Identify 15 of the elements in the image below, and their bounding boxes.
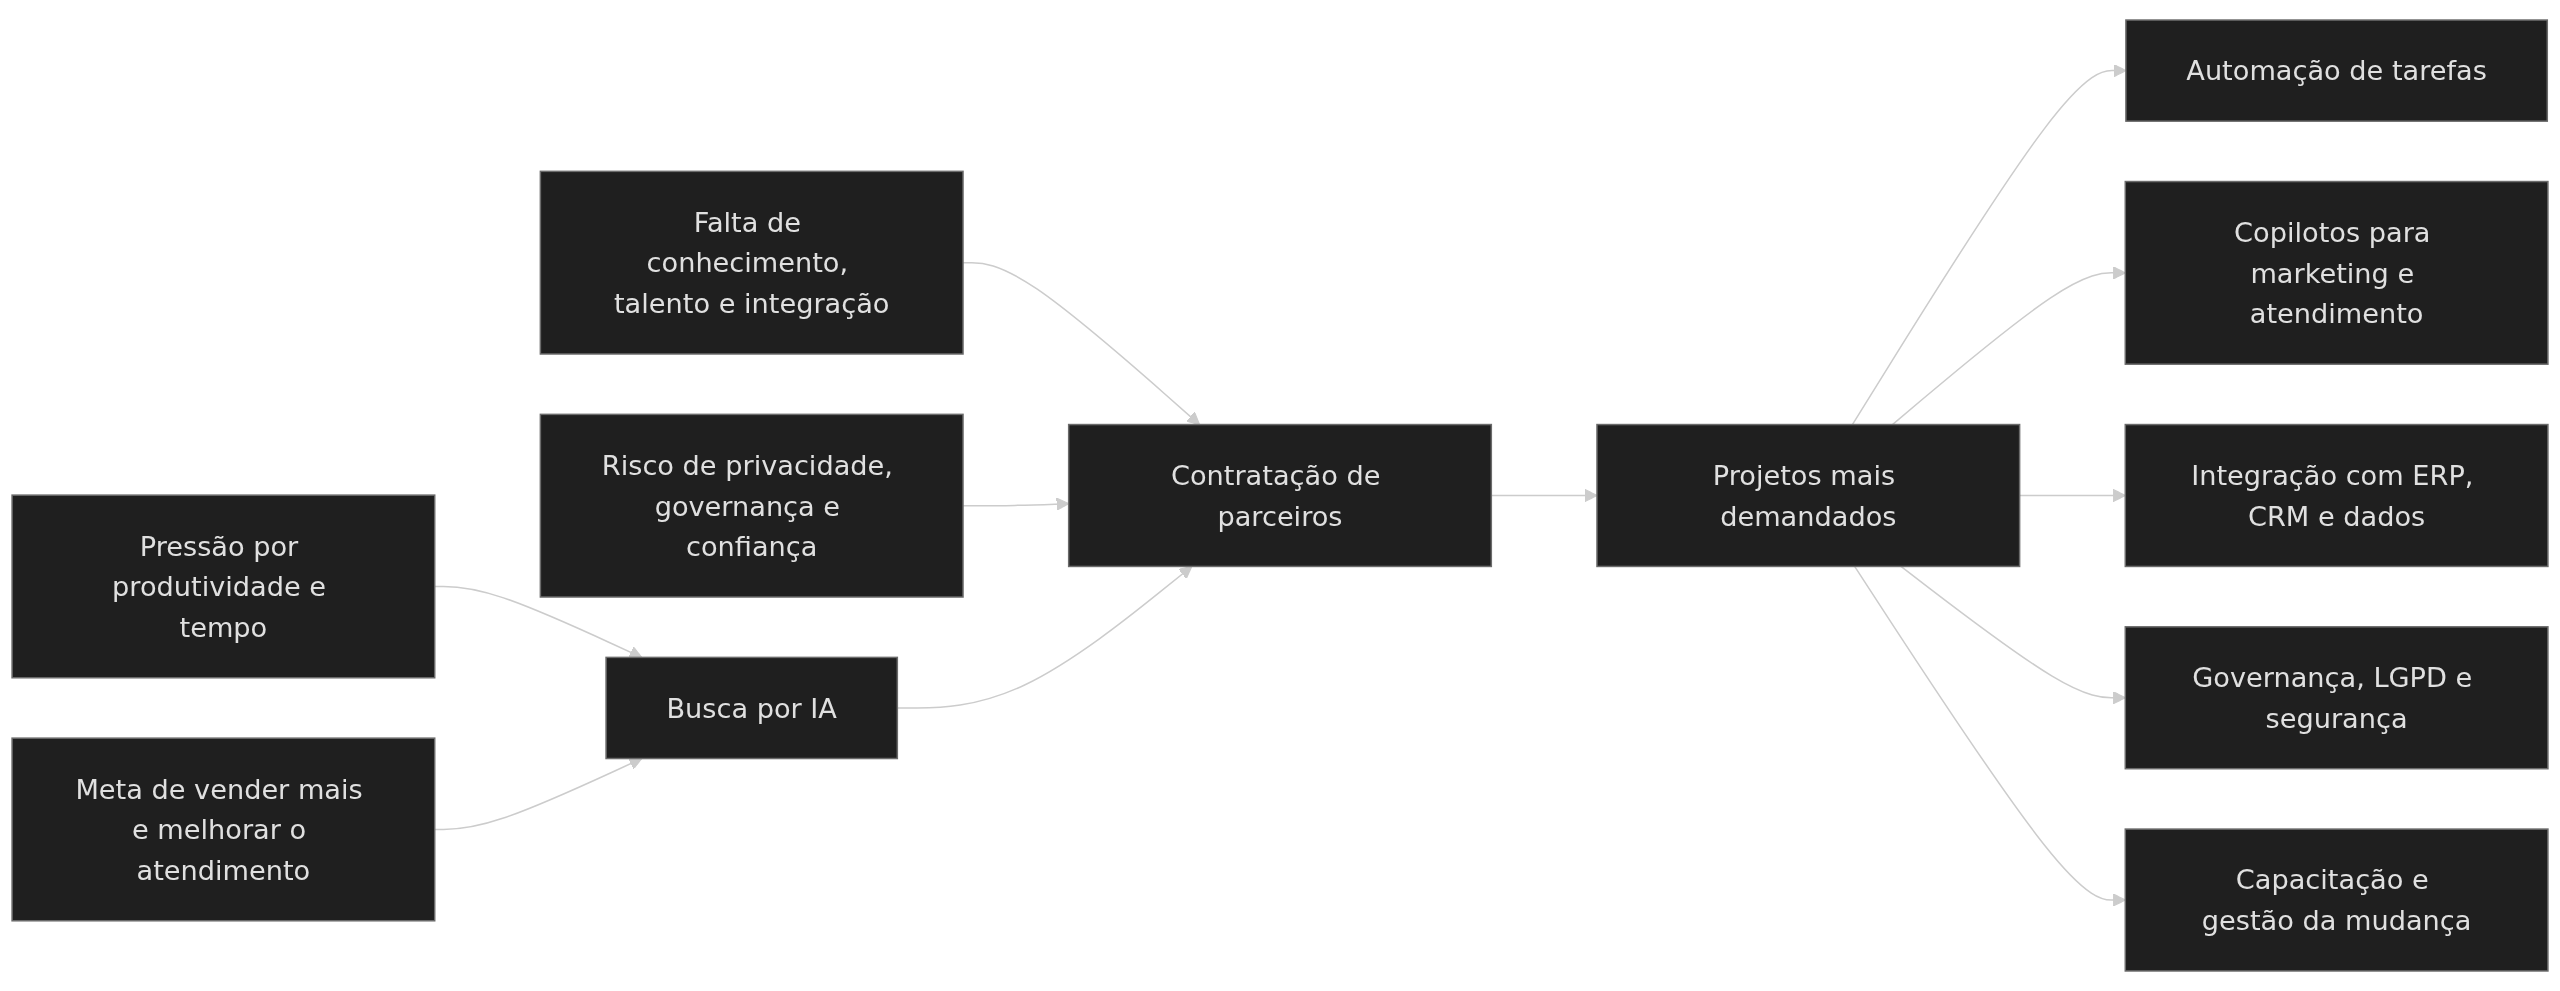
node-box: Integração com ERP, CRM e dados bbox=[2124, 423, 2549, 568]
node-box: Contratação de parceiros bbox=[1067, 423, 1493, 568]
node-box: Meta de vender mais e melhorar o atendimento bbox=[11, 737, 436, 922]
arrow bbox=[1891, 266, 2126, 426]
node-box: Busca por IA bbox=[605, 656, 899, 760]
node-box: Risco de privacidade, governança e confiança bbox=[539, 413, 964, 598]
arrow bbox=[1853, 565, 2126, 907]
node-box: Projetos mais demandados bbox=[1596, 423, 2021, 568]
node-box: Pressão por produtividade e tempo bbox=[11, 494, 436, 679]
node-box: Falta de conhecimento, talento e integração bbox=[539, 170, 964, 355]
node-box: Capacitação e gestão da mudança bbox=[2124, 828, 2549, 972]
arrow bbox=[1900, 565, 2126, 705]
node-box: Automação de tarefas bbox=[2125, 19, 2549, 122]
node-box: Governança, LGPD e segurança bbox=[2124, 626, 2549, 770]
node-box: Copilotos para marketing e atendimento bbox=[2124, 180, 2549, 365]
